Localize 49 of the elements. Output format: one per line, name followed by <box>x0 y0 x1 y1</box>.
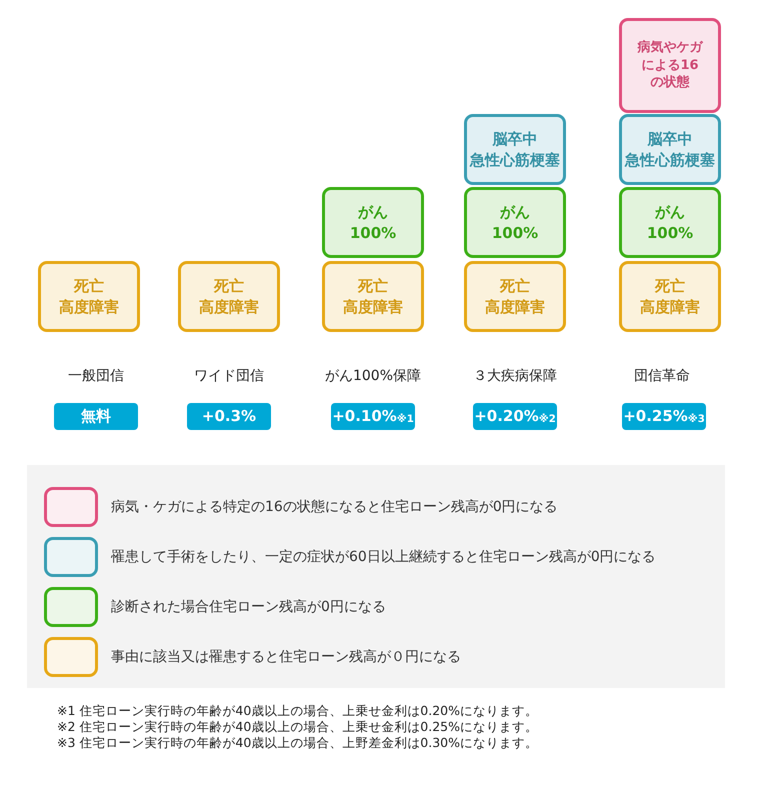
coverage-text: 100% <box>646 222 694 243</box>
footnote: ※1 住宅ローン実行時の年齢が40歳以上の場合、上乗せ金利は0.20%になります。 <box>57 703 538 719</box>
coverage-box <box>322 261 424 332</box>
coverage-box <box>464 261 566 332</box>
coverage-text: がん <box>358 202 388 222</box>
legend-text: 事由に該当又は罹患すると住宅ローン残高が０円になる <box>111 648 461 667</box>
plan-name: 一般団信 <box>67 367 125 386</box>
footnote: ※3 住宅ローン実行時の年齢が40歳以上の場合、上野差金利は0.30%になります。 <box>57 735 538 751</box>
coverage-text: 100% <box>350 222 396 243</box>
coverage-text: 高度障害 <box>485 296 545 317</box>
coverage-box <box>619 187 721 258</box>
coverage-box <box>38 261 140 332</box>
footnote: ※2 住宅ローン実行時の年齢が40歳以上の場合、上乗せ金利は0.25%になります。 <box>57 719 538 735</box>
coverage-text: 死亡 <box>214 276 244 296</box>
coverage-text: がん <box>655 202 685 222</box>
coverage-text: 高度障害 <box>640 296 700 317</box>
coverage-text: がん <box>500 202 530 222</box>
rate-tag: +0.3% <box>187 403 271 430</box>
rate-tag: 無料 <box>54 403 138 430</box>
coverage-box <box>619 261 721 332</box>
legend-text: 罹患して手術をしたり、一定の症状が60日以上継続すると住宅ローン残高が0円になる <box>111 548 656 567</box>
rate-tag: +0.10%$_{※1}$ <box>331 403 415 430</box>
coverage-text: 高度障害 <box>59 296 119 317</box>
rate-tag: +0.25%$_{※3}$ <box>622 403 706 430</box>
legend-text: 病気・ケガによる特定の16の状態になると住宅ローン残高が0円になる <box>111 498 558 517</box>
coverage-text: 死亡 <box>358 276 388 296</box>
coverage-text: 脳卒中 <box>648 129 692 150</box>
coverage-text: 高度障害 <box>199 296 259 317</box>
coverage-text: 急性心筋梗塞 <box>470 150 560 170</box>
plan-name: 団信革命 <box>633 367 691 386</box>
plan-name: ３大疾病保障 <box>472 367 558 386</box>
coverage-text: 死亡 <box>74 276 104 296</box>
rate-tag: +0.20%$_{※2}$ <box>473 403 557 430</box>
legend-text: 診断された場合住宅ローン残高が0円になる <box>111 598 386 617</box>
coverage-box <box>619 114 721 185</box>
coverage-box <box>178 261 280 332</box>
coverage-text: 死亡 <box>500 276 530 296</box>
coverage-text: 急性心筋梗塞 <box>625 150 715 170</box>
coverage-text: 脳卒中 <box>492 129 538 150</box>
coverage-text: 高度障害 <box>343 296 403 317</box>
coverage-box <box>322 187 424 258</box>
plan-name: ワイド団信 <box>193 367 265 386</box>
plan-name: がん100%保障 <box>324 367 422 386</box>
coverage-box <box>464 187 566 258</box>
coverage-text: 100% <box>492 222 538 243</box>
coverage-box <box>464 114 566 185</box>
coverage-text: 病気やケガによる16の状態 <box>636 39 704 92</box>
coverage-box <box>619 18 721 113</box>
coverage-text: 死亡 <box>655 276 685 296</box>
